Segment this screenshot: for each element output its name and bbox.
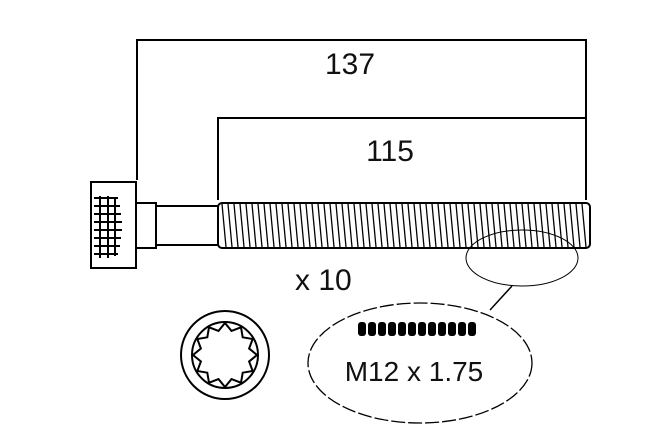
bolt-head bbox=[90, 181, 137, 269]
head-end-view bbox=[180, 310, 270, 400]
thread-spec-label: M12 x 1.75 bbox=[345, 356, 484, 387]
thread-profile-icon bbox=[358, 322, 476, 336]
quantity-label: x 10 bbox=[295, 264, 352, 297]
thread-detail-marker bbox=[465, 229, 579, 287]
bolt-thread bbox=[217, 202, 591, 249]
spline-drive-icon bbox=[191, 321, 259, 389]
bolt-collar bbox=[135, 202, 157, 249]
callout-leader bbox=[489, 285, 513, 311]
dimension-overall bbox=[136, 39, 587, 200]
dimension-label-115: 115 bbox=[366, 135, 414, 168]
dimension-line-115 bbox=[217, 117, 586, 200]
bolt-shank bbox=[155, 205, 219, 246]
dimension-thread bbox=[217, 117, 586, 200]
dimension-label-137: 137 bbox=[325, 48, 375, 81]
dimension-line-137 bbox=[136, 39, 587, 200]
